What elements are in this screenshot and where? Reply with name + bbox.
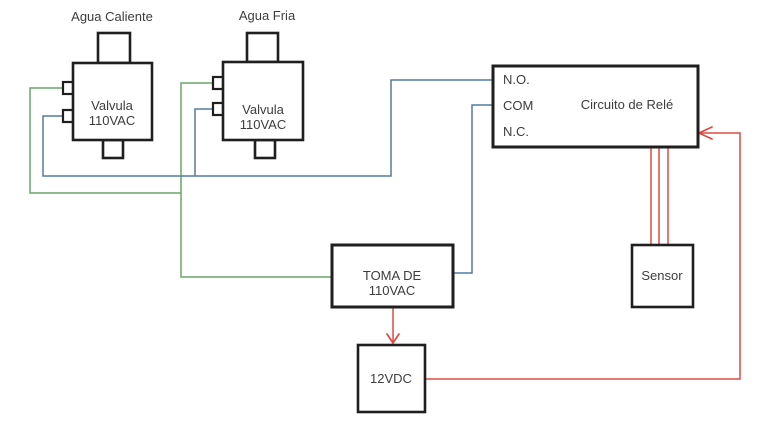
psu-box bbox=[356, 343, 427, 414]
wire-blue-hot-valve-to-relay-no bbox=[42, 79, 493, 177]
relay-terminal-no: N.O. bbox=[503, 72, 530, 87]
outlet-box bbox=[330, 243, 455, 309]
hot-valve-bottom-pipe bbox=[101, 138, 125, 160]
node-cold-valve: Agua Fria Valvula 110VAC bbox=[211, 8, 305, 160]
outlet-label-line2: 110VAC bbox=[369, 283, 416, 298]
node-sensor: Sensor bbox=[630, 243, 695, 309]
relay-terminal-com: COM bbox=[503, 98, 533, 113]
sensor-label: Sensor bbox=[641, 268, 683, 283]
psu-label: 12VDC bbox=[370, 371, 412, 386]
arrowhead-down-psu bbox=[386, 333, 400, 345]
wire-red-psu-to-relay-nc bbox=[425, 132, 741, 380]
cold-valve-body bbox=[221, 60, 305, 142]
node-outlet: TOMA DE 110VAC bbox=[330, 243, 455, 309]
node-psu: 12VDC bbox=[356, 343, 427, 414]
green-wires bbox=[29, 82, 332, 278]
node-hot-valve: Agua Caliente Valvula 110VAC bbox=[61, 9, 154, 160]
sensor-box bbox=[630, 243, 695, 309]
relay-box bbox=[491, 64, 700, 149]
wire-blue-cold-valve-branch bbox=[194, 108, 213, 176]
outlet-label-line1: TOMA DE bbox=[363, 268, 422, 283]
wire-green-hot-valve bbox=[29, 87, 181, 194]
node-relay: N.O. COM N.C. Circuito de Relé bbox=[491, 64, 700, 149]
wire-blue-outlet-to-relay-com bbox=[453, 104, 493, 274]
relay-title: Circuito de Relé bbox=[581, 97, 674, 112]
hot-valve-body bbox=[71, 61, 154, 142]
cold-valve-top-pipe bbox=[245, 31, 280, 64]
wire-green-cold-valve-to-outlet bbox=[180, 82, 332, 278]
cold-valve-bottom-pipe bbox=[253, 138, 277, 160]
hot-valve-title: Agua Caliente bbox=[71, 9, 153, 24]
hot-valve-label-line1: Valvula bbox=[91, 98, 133, 113]
cold-valve-label-line2: 110VAC bbox=[240, 117, 287, 132]
hot-valve-label-line2: 110VAC bbox=[89, 113, 136, 128]
blue-wires bbox=[42, 79, 493, 274]
hot-valve-top-pipe bbox=[96, 31, 132, 65]
relay-terminal-nc: N.C. bbox=[503, 124, 529, 139]
cold-valve-label-line1: Valvula bbox=[242, 102, 284, 117]
red-wires bbox=[386, 126, 741, 380]
cold-valve-title: Agua Fria bbox=[239, 8, 296, 23]
